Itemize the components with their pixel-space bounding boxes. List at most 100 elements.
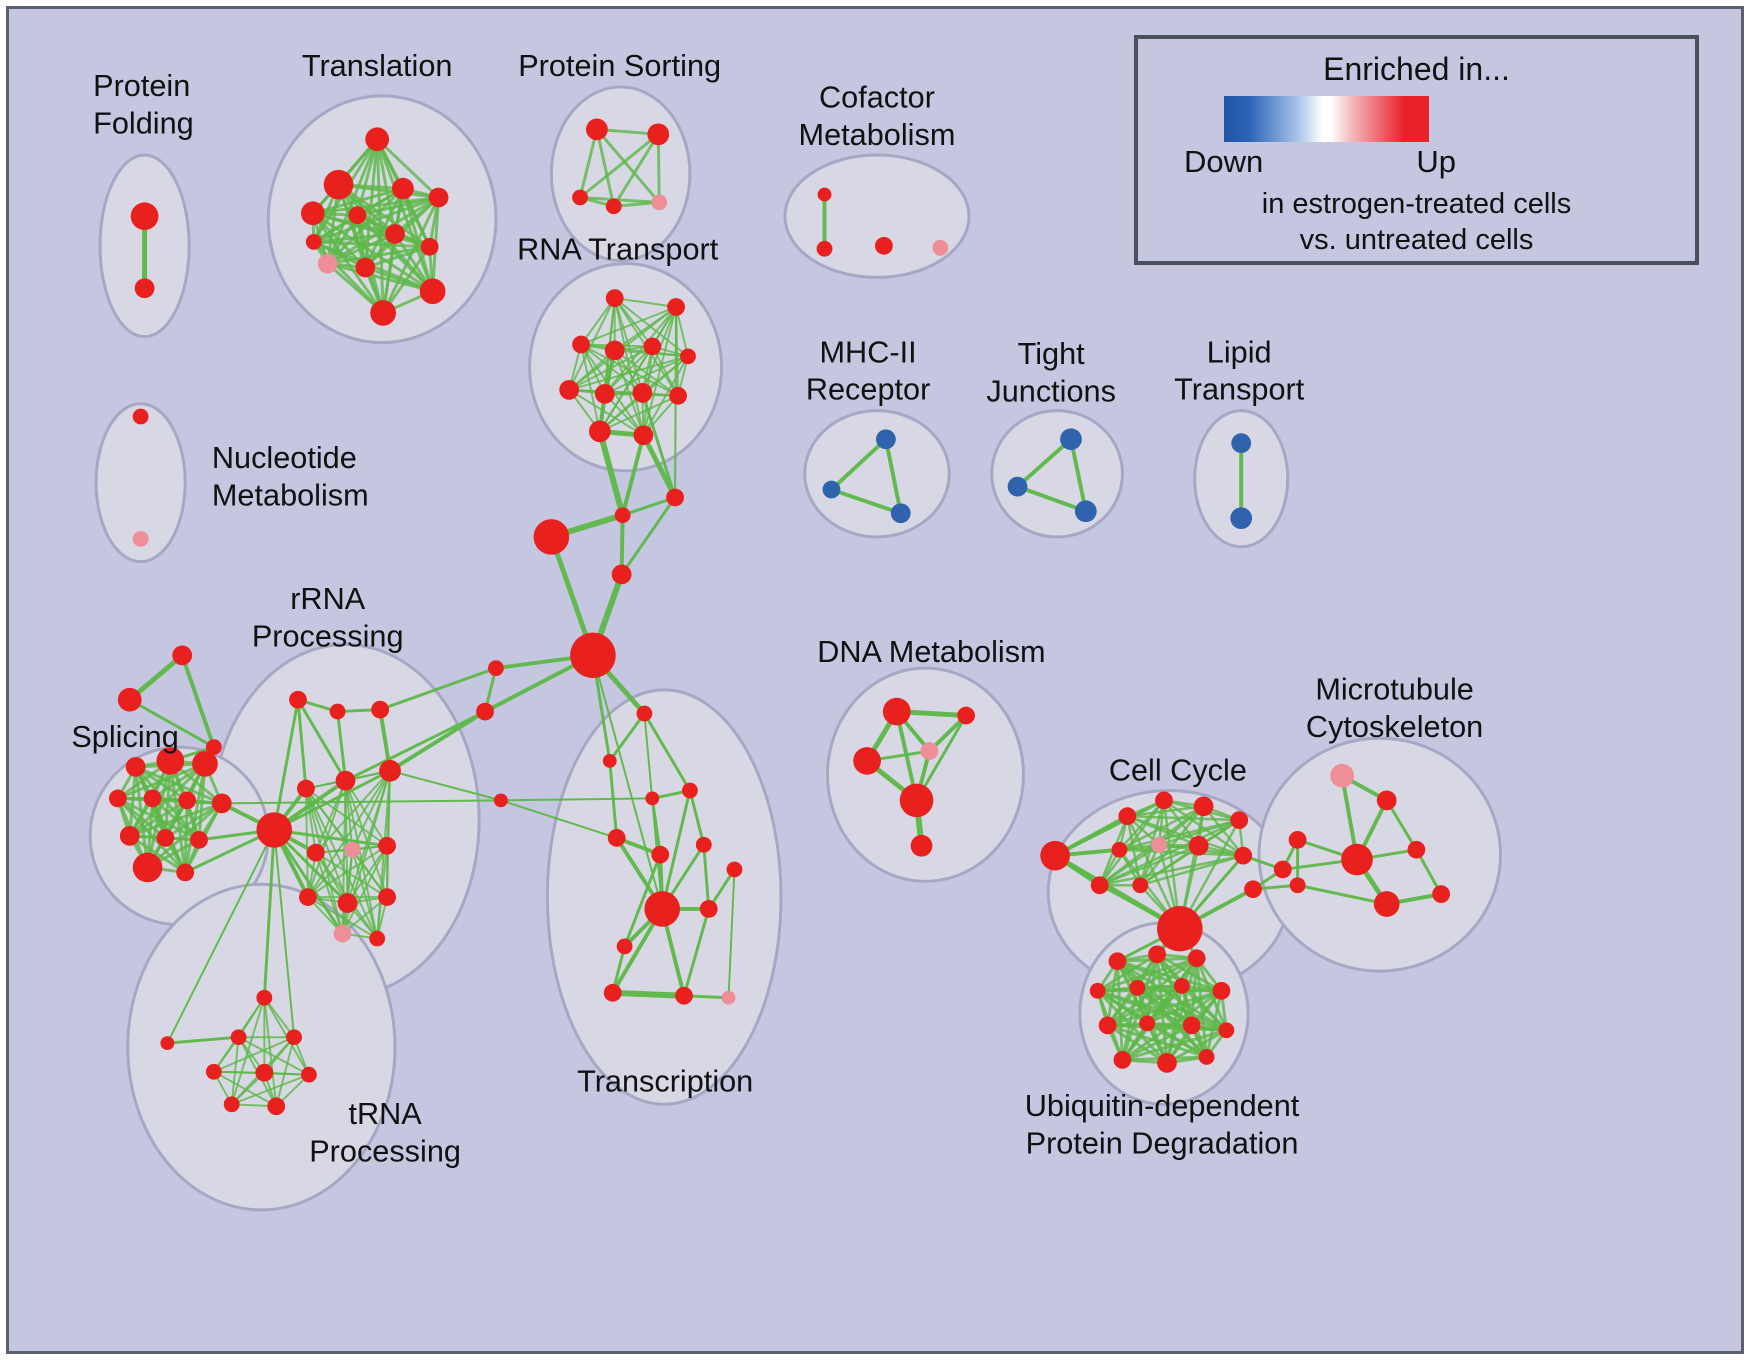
network-edge	[1120, 1028, 1228, 1062]
network-node	[651, 845, 670, 864]
network-node	[645, 791, 660, 806]
network-node	[134, 278, 155, 299]
cluster-label-rna-transport: RNA Transport	[517, 233, 719, 267]
network-edge	[272, 769, 392, 832]
network-edge	[499, 797, 654, 802]
network-edge	[1145, 989, 1223, 1025]
network-node	[636, 705, 653, 722]
cluster-label-cell-cycle: Cell Cycle	[1109, 754, 1247, 788]
network-edge	[596, 428, 626, 519]
network-node	[899, 783, 934, 818]
network-node	[666, 488, 684, 507]
network-node	[644, 891, 681, 927]
cluster-nucleotide-metabolism	[94, 402, 187, 564]
network-edge	[134, 765, 189, 802]
network-edge	[623, 853, 662, 948]
network-node	[1373, 891, 1400, 917]
network-edge	[660, 789, 692, 911]
network-node	[419, 278, 446, 305]
network-node	[633, 425, 654, 446]
network-edge	[272, 828, 345, 936]
network-node	[559, 380, 580, 400]
network-edge	[619, 513, 625, 577]
network-node	[178, 791, 197, 810]
network-edge	[591, 654, 664, 910]
network-node	[588, 420, 611, 443]
network-edge	[273, 829, 296, 1039]
cluster-tight-junctions	[990, 409, 1124, 539]
network-edge	[375, 137, 441, 199]
network-node	[286, 1029, 302, 1046]
legend-title: Enriched in...	[1323, 51, 1510, 87]
network-node	[1060, 428, 1082, 451]
network-node	[695, 836, 712, 853]
network-edge	[883, 437, 903, 516]
network-node	[675, 986, 693, 1005]
network-edge	[312, 232, 397, 244]
network-node	[920, 742, 939, 760]
cluster-dna-metabolism	[826, 666, 1025, 883]
network-edge	[613, 297, 645, 437]
network-edge	[621, 495, 677, 517]
network-node	[192, 751, 218, 777]
network-node	[632, 382, 653, 403]
network-edge	[608, 712, 646, 763]
network-edge	[165, 1035, 241, 1045]
cluster-label-dna-metabolism: DNA Metabolism	[817, 635, 1045, 669]
down-label: Down	[1184, 144, 1264, 179]
network-edge	[351, 769, 392, 851]
network-edge	[656, 132, 661, 204]
network-edge	[1053, 798, 1166, 858]
cluster-label-protein-sorting: Protein Sorting	[518, 49, 721, 83]
network-edge	[389, 769, 502, 802]
network-node	[1139, 1015, 1156, 1032]
legend-caption-line1: in estrogen-treated cells	[1261, 188, 1572, 220]
network-edge	[166, 829, 276, 1045]
network-edge	[312, 240, 385, 315]
network-edge	[306, 848, 354, 899]
up-label: Up	[1416, 144, 1456, 179]
network-edge	[1106, 984, 1184, 1027]
network-edge	[336, 710, 347, 783]
network-node	[1407, 840, 1426, 859]
network-edge	[640, 391, 677, 499]
network-node	[306, 843, 325, 862]
network-edge	[1015, 437, 1073, 489]
network-edge	[1098, 854, 1245, 887]
network-node	[910, 834, 933, 857]
cluster-cofactor-metabolism	[783, 153, 971, 279]
network-node	[572, 189, 588, 206]
network-node	[211, 793, 232, 814]
network-node	[1330, 763, 1355, 788]
network-edge	[304, 787, 344, 935]
network-node	[300, 201, 325, 226]
network-node	[594, 383, 615, 404]
network-edge	[212, 1070, 278, 1108]
network-edge	[1106, 989, 1223, 1027]
network-node	[370, 300, 396, 326]
network-edge	[580, 306, 678, 346]
network-node	[957, 706, 975, 725]
network-node	[1182, 1016, 1201, 1035]
network-edge	[1296, 883, 1389, 906]
network-node	[108, 789, 127, 808]
network-node	[256, 989, 273, 1006]
network-node	[1111, 841, 1128, 858]
network-node	[607, 829, 626, 847]
network-node	[172, 645, 193, 666]
network-edge	[1118, 805, 1205, 851]
network-edge	[237, 1036, 310, 1076]
network-node	[680, 348, 696, 365]
network-edge	[595, 127, 616, 208]
network-node	[1198, 1049, 1215, 1065]
network-node	[604, 340, 625, 361]
network-edge	[272, 828, 389, 848]
network-node	[1231, 433, 1252, 454]
network-node	[614, 507, 631, 524]
network-node	[323, 169, 354, 200]
